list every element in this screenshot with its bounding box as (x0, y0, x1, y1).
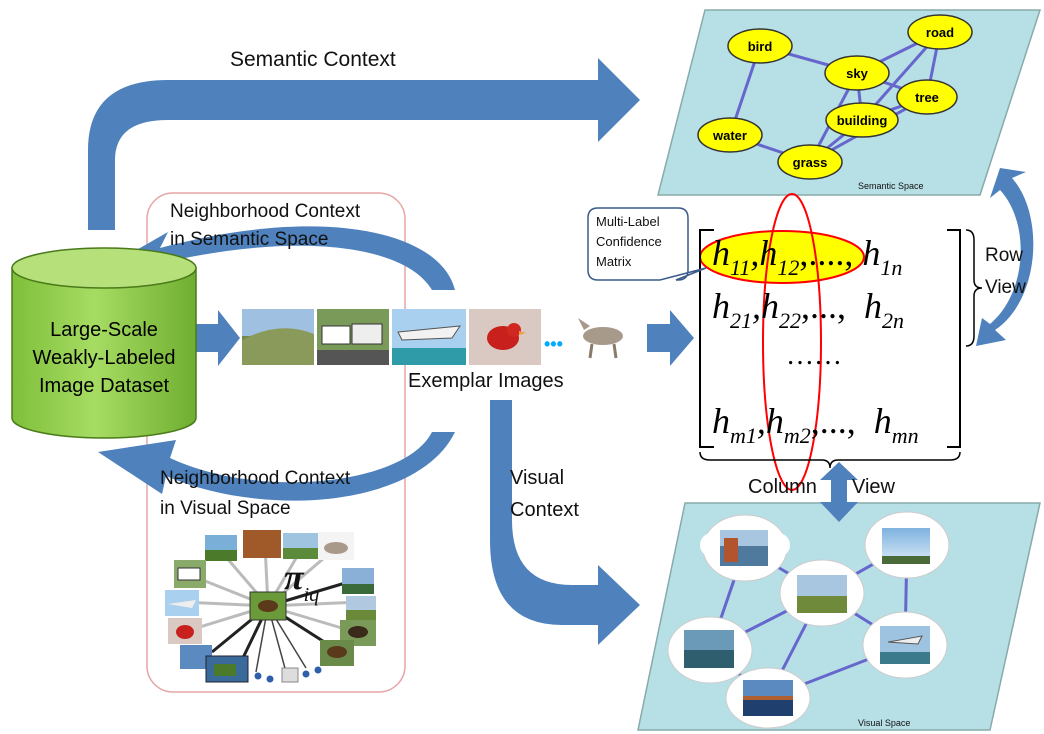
semantic-context-label: Semantic Context (230, 48, 396, 71)
visual-node-1 (700, 514, 790, 582)
row-view-label: Row View (985, 240, 1026, 304)
exemplar-image-landscape (242, 309, 314, 365)
svg-text:building: building (837, 113, 888, 128)
row-view-line2: View (985, 277, 1026, 298)
svg-text:water: water (712, 128, 747, 143)
semantic-node-building: building (825, 102, 899, 138)
matrix-callout-text: Multi-Label Confidence Matrix (596, 212, 662, 272)
neighborhood-semantic-label: Neighborhood Context in Semantic Space (170, 198, 360, 254)
dataset-line2: Weakly-Labeled (32, 347, 176, 369)
svg-text:sky: sky (846, 66, 868, 81)
column-view-label-part1: Column (748, 476, 817, 498)
matrix-left-bracket (699, 229, 714, 448)
exemplar-ellipsis: ••• (544, 334, 563, 354)
exemplar-image-airplane (392, 309, 466, 365)
callout-line2: Confidence (596, 234, 662, 249)
dataset-cylinder (11, 247, 197, 439)
matrix-row-1: h11,h12,...., h1n (712, 233, 903, 280)
svg-text:road: road (926, 25, 954, 40)
visual-node-4 (667, 616, 753, 684)
semantic-space-caption: Semantic Space (858, 181, 924, 191)
dataset-to-exemplars-arrow (196, 310, 240, 366)
exemplar-images-label: Exemplar Images (408, 370, 564, 392)
matrix-row-2: h21,h22,..., h2n (712, 286, 904, 333)
neighborhood-panel (146, 192, 406, 693)
matrix-right-bracket (947, 229, 961, 448)
visual-context-line1: Visual (510, 467, 565, 489)
matrix-callout-bubble (587, 207, 707, 281)
row-view-arrow (976, 168, 1034, 346)
exemplar-image-coyote (570, 309, 642, 365)
svg-text:grass: grass (793, 155, 828, 170)
visual-node-5 (862, 611, 948, 679)
semantic-node-sky: sky (824, 55, 890, 91)
svg-text:bird: bird (748, 39, 773, 54)
exemplar-image-strip: ••• (242, 309, 642, 365)
callout-line3: Matrix (596, 254, 632, 269)
row-view-line1: Row (985, 245, 1024, 266)
column-view-arrow (820, 462, 858, 522)
visual-node-2 (864, 511, 950, 579)
semantic-node-water: water (697, 117, 763, 153)
pi-symbol: π (284, 557, 304, 597)
visual-node-3 (779, 559, 865, 627)
semantic-node-road: road (907, 14, 973, 50)
exemplars-to-matrix-arrow (647, 310, 694, 366)
visual-context-line2: Context (510, 499, 579, 521)
semantic-context-arrow (88, 58, 640, 230)
visual-neighborhood-graph (165, 530, 376, 683)
visual-context-label: Visual Context (510, 462, 579, 526)
column-highlight-ellipse (762, 193, 822, 491)
neighborhood-semantic-line1: Neighborhood Context (170, 201, 361, 222)
matrix-row-4: hm1,hm2,..., hmn (712, 401, 919, 448)
exemplar-image-cardinal (469, 309, 541, 365)
callout-line1: Multi-Label (596, 214, 660, 229)
visual-context-arrow (490, 400, 640, 645)
visual-space-caption: Visual Space (858, 718, 910, 728)
exemplar-image-cars (317, 309, 389, 365)
row-brace (965, 229, 983, 347)
neighborhood-semantic-line2: in Semantic Space (170, 229, 329, 250)
neighborhood-semantic-arrow (105, 226, 455, 290)
semantic-node-tree: tree (896, 79, 958, 115)
column-brace (699, 451, 961, 469)
matrix-row-3: …… (786, 340, 842, 371)
pi-iq-symbol: πiq (284, 556, 319, 607)
pi-subscript: iq (303, 584, 320, 606)
column-view-label-part2: View (852, 476, 895, 498)
dataset-label: Large-Scale Weakly-Labeled Image Dataset (12, 316, 196, 400)
neighborhood-visual-arrow (98, 432, 455, 501)
svg-text:tree: tree (915, 90, 939, 105)
semantic-node-grass: grass (777, 144, 843, 180)
neighborhood-visual-label: Neighborhood Context in Visual Space (160, 464, 350, 524)
neighborhood-visual-line2: in Visual Space (160, 498, 291, 519)
semantic-space-panel: bird sky road tree building water grass … (657, 9, 1042, 196)
dataset-line3: Image Dataset (38, 375, 170, 397)
neighborhood-visual-line1: Neighborhood Context (160, 468, 351, 489)
dataset-line1: Large-Scale (50, 319, 158, 341)
visual-node-6 (725, 667, 811, 729)
semantic-node-bird: bird (727, 28, 793, 64)
